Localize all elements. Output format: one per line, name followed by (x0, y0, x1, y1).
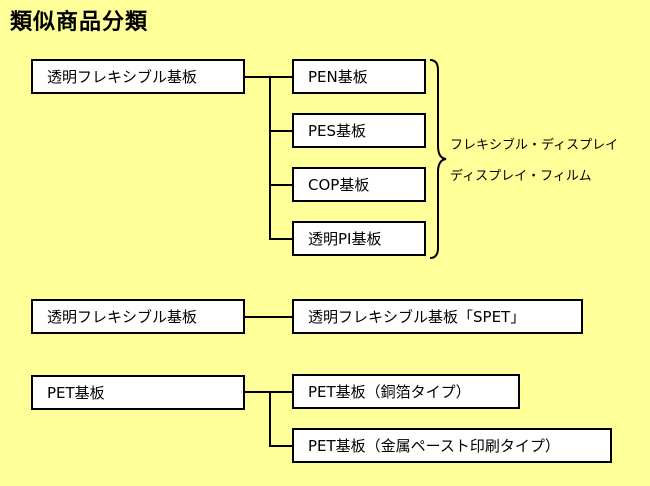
group-1-child-box-pi: 透明PI基板 (292, 221, 426, 256)
group-1-curly-brace (429, 59, 447, 259)
group-1-parent-connector (245, 76, 292, 78)
group-2-connector (245, 316, 292, 318)
group-3-parent-connector (245, 391, 292, 393)
group-3-trunk (269, 391, 271, 447)
group-1-branch-3 (269, 184, 292, 186)
group-1-use-note-2: ディスプレイ・フィルム (450, 169, 592, 184)
group-1-use-note-1: フレキシブル・ディスプレイ (450, 138, 619, 153)
group-3-parent-box: PET基板 (31, 375, 245, 410)
group-1-child-box-cop: COP基板 (292, 167, 426, 202)
group-1-branch-4 (269, 238, 292, 240)
group-1-branch-2 (269, 130, 292, 132)
group-1-child-box-pen: PEN基板 (292, 59, 426, 94)
diagram-title: 類似商品分類 (10, 10, 149, 35)
group-3-child-box-metal-paste: PET基板（金属ペースト印刷タイプ） (292, 428, 612, 463)
group-3-branch-2 (269, 445, 292, 447)
group-2-child-box-spet: 透明フレキシブル基板「SPET」 (292, 299, 583, 334)
group-1-child-box-pes: PES基板 (292, 113, 426, 148)
group-1-parent-box: 透明フレキシブル基板 (31, 59, 245, 94)
group-1-trunk (269, 76, 271, 239)
group-2-parent-box: 透明フレキシブル基板 (31, 299, 245, 334)
group-3-child-box-copper: PET基板（銅箔タイプ） (292, 374, 520, 409)
